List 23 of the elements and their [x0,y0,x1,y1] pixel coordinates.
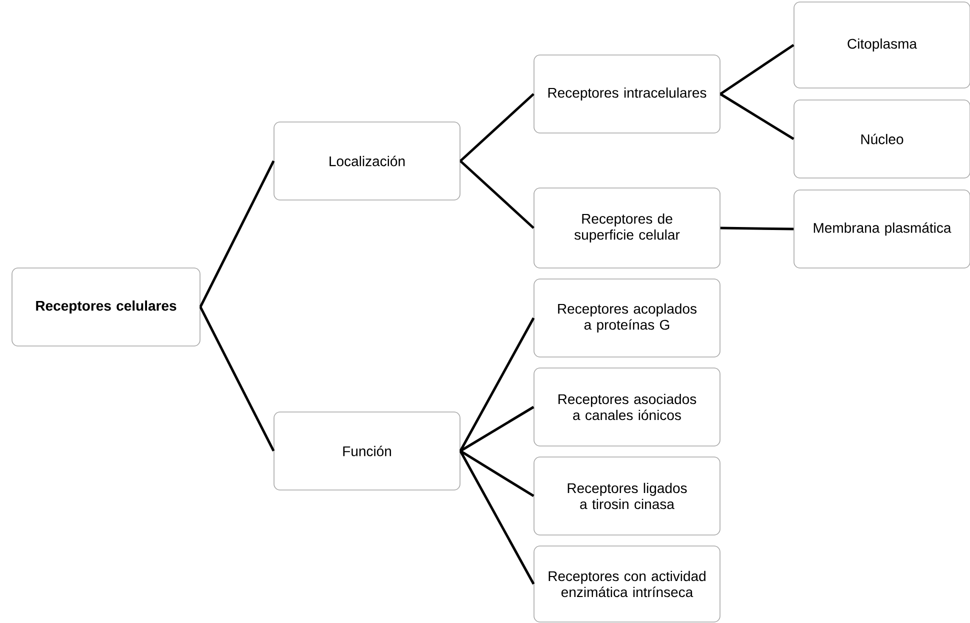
concept-box: Función [274,412,460,490]
concept-box: Núcleo [794,100,970,178]
concept-box: Receptores ligados a tirosin cinasa [534,456,720,536]
concept-box: Receptores con actividad enzimática intrínseca [534,546,720,622]
connector-line [720,92,794,140]
connector-line [199,160,275,308]
connector-line [460,450,534,498]
connector-line [459,450,535,585]
connector-line [720,44,794,96]
connector-line [460,160,534,229]
concept-box: Receptores intracelulares [534,54,720,134]
concept-box: Receptores acoplados a proteínas G [534,278,720,358]
connector-line [460,406,534,452]
root-box: Receptores celulares [12,268,200,346]
concept-box: Localización [274,122,460,200]
connector-line [199,306,275,452]
connector-line [459,317,535,452]
concept-box: Membrana plasmática [794,190,970,268]
concept-box: Receptores de superficie celular [534,188,720,268]
connector-line [720,226,794,230]
concept-box: Citoplasma [794,2,970,88]
connector-line [460,93,534,162]
concept-box: Receptores asociados a canales iónicos [534,368,720,446]
